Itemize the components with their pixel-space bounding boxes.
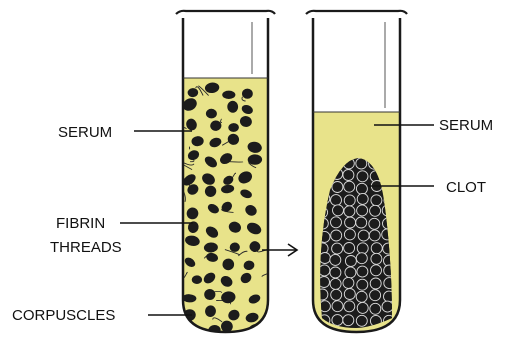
clot-corpuscle	[332, 301, 343, 312]
clot-corpuscle	[331, 195, 342, 206]
clot-corpuscle	[333, 205, 344, 216]
clot-corpuscle	[345, 267, 356, 278]
clot-corpuscle	[369, 218, 380, 229]
clot-corpuscle	[357, 205, 368, 216]
clot-corpuscle	[331, 230, 342, 241]
clot-corpuscle	[331, 289, 342, 300]
clot-corpuscle	[370, 278, 381, 289]
clot-corpuscle	[371, 253, 382, 264]
clot-corpuscle	[330, 278, 341, 289]
clot-corpuscle	[356, 315, 367, 326]
clot-corpuscle	[357, 243, 368, 254]
clot-corpuscle	[319, 253, 330, 264]
label-corpuscles: CORPUSCLES	[12, 307, 115, 324]
left-test-tube	[176, 11, 275, 337]
clot-corpuscle	[330, 254, 341, 265]
clot-corpuscle	[344, 289, 355, 300]
clot-corpuscle	[319, 265, 330, 276]
clot-corpuscle	[344, 181, 355, 192]
clot-corpuscle	[332, 182, 343, 193]
clot-corpuscle	[344, 243, 355, 254]
clot-corpuscle	[370, 303, 381, 314]
clot-corpuscle	[332, 315, 343, 326]
clot-corpuscle	[344, 206, 355, 217]
clot-corpuscle	[356, 291, 367, 302]
clot-corpuscle	[357, 279, 368, 290]
clot-corpuscle	[358, 230, 369, 241]
right-tube-rim	[306, 11, 407, 14]
clot-corpuscle	[371, 265, 382, 276]
clot-corpuscle	[370, 205, 381, 216]
clot-corpuscle	[343, 315, 354, 326]
label-serum-right: SERUM	[439, 117, 493, 134]
clot-corpuscle	[356, 253, 367, 264]
clot-corpuscle	[332, 243, 343, 254]
clot-corpuscle	[371, 195, 382, 206]
label-serum-left: SERUM	[58, 124, 112, 141]
clot-corpuscle	[344, 301, 355, 312]
left-tube-rim	[176, 11, 275, 14]
clot-corpuscle	[357, 266, 368, 277]
clot-corpuscle	[357, 302, 368, 313]
clot-corpuscle	[371, 243, 382, 254]
clot-corpuscle	[357, 193, 368, 204]
clot-corpuscle	[345, 256, 356, 267]
clot-corpuscle	[344, 195, 355, 206]
clot-corpuscle	[369, 230, 380, 241]
clot-corpuscle	[330, 267, 341, 278]
clot-corpuscle	[356, 183, 367, 194]
label-fibrin-line1: FIBRIN	[56, 215, 105, 232]
label-clot: CLOT	[446, 179, 486, 196]
corpuscle	[222, 91, 235, 99]
clot-corpuscle	[343, 277, 354, 288]
clot-corpuscle	[343, 170, 354, 181]
right-test-tube	[306, 11, 408, 334]
label-fibrin-line2: THREADS	[50, 239, 122, 256]
clot-corpuscle	[331, 217, 342, 228]
clot-corpuscle	[370, 290, 381, 301]
clot-corpuscle	[345, 217, 356, 228]
clot-corpuscle	[356, 217, 367, 228]
clot-corpuscle	[357, 171, 368, 182]
clot-corpuscle	[344, 229, 355, 240]
clot-corpuscle	[382, 301, 393, 312]
